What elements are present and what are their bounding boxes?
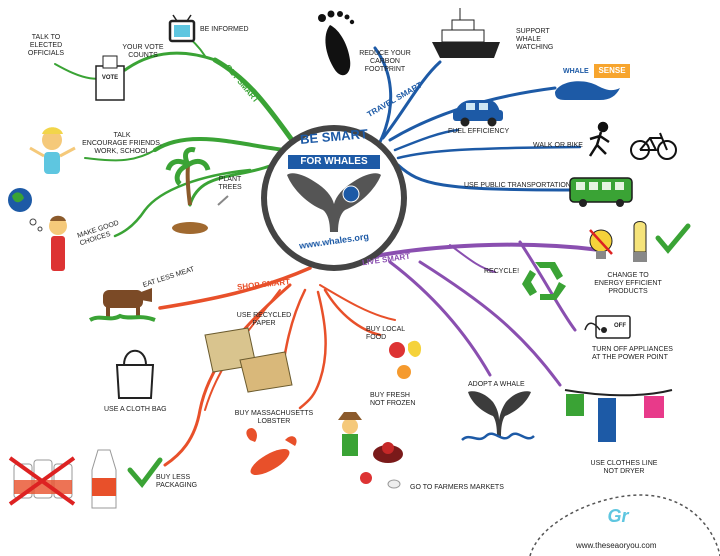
switch-off-label: OFF	[614, 323, 626, 329]
sense-logo-text: SENSE	[598, 66, 626, 75]
center-subtitle: FOR WHALES	[288, 155, 380, 169]
whale-tail-adopt-icon	[461, 391, 535, 441]
plant-label: PLANT TREES	[218, 176, 242, 191]
whale-sense-logo-icon	[555, 64, 630, 100]
carbon-label: REDUCE YOUR CARBON FOOTPRINT	[359, 50, 411, 73]
clothesline-icon	[564, 389, 673, 442]
talk-label: TALK ENCOURAGE FRIENDS, WORK, SCHOOL	[82, 132, 162, 155]
checkmark-icon	[127, 457, 163, 488]
person-talking-icon	[29, 127, 76, 174]
cow-icon	[88, 288, 156, 322]
bicycle-icon	[630, 132, 677, 160]
checkmark-icon	[655, 223, 691, 254]
clothesline-label: USE CLOTHES LINE NOT DRYER	[590, 460, 658, 475]
farmer-icon	[338, 412, 362, 456]
energy-label: CHANGE TO ENERGY EFFICIENT PRODUCTS	[594, 272, 662, 295]
lobster-icon	[244, 428, 297, 490]
live-smart-branch	[363, 240, 602, 387]
whale-logo-text: WHALE	[563, 68, 589, 75]
big-bottle-icon	[91, 449, 117, 509]
man-icon	[49, 215, 67, 271]
tv-icon	[168, 14, 196, 43]
farmers-label: GO TO FARMERS MARKETS	[410, 484, 504, 491]
officials-label: TALK TO ELECTED OFFICIALS	[27, 34, 65, 57]
walk-bike-label: WALK OR BIKE	[533, 142, 583, 149]
whale-watching-boat-icon	[432, 8, 500, 58]
bag-label: USE A CLOTH BAG	[104, 406, 167, 413]
plastic-bottles-icon	[8, 456, 76, 506]
footer-arc	[529, 494, 720, 556]
car-icon	[453, 100, 503, 127]
power-socket-icon	[584, 315, 631, 339]
incandescent-bulb-icon	[589, 229, 613, 259]
bus-icon	[569, 177, 633, 207]
footprint-icon	[318, 10, 355, 76]
ballot-label: VOTE	[101, 75, 119, 81]
whale-tail-icon	[287, 173, 381, 232]
walker-icon	[588, 121, 610, 157]
fresh-label: BUY FRESH NOT FROZEN	[370, 392, 416, 407]
palm-tree-icon	[165, 147, 229, 234]
appliances-label: TURN OFF APPLIANCES AT THE POWER POINT	[592, 346, 673, 361]
cfl-bulb-icon	[633, 221, 647, 262]
recycled-paper-icon	[204, 327, 293, 393]
ballot-box-icon	[95, 55, 125, 101]
center-node	[261, 125, 407, 271]
paper-label: USE RECYCLED PAPER	[236, 312, 292, 327]
recycle-icon	[522, 262, 566, 300]
footer-website[interactable]: www.theseaoryou.com	[576, 541, 657, 550]
lobster-label: BUY MASSACHUSETTS LOBSTER	[234, 410, 314, 425]
local-label: BUY LOCAL FOOD	[366, 326, 406, 341]
transit-label: USE PUBLIC TRANSPORTATION	[464, 182, 571, 189]
packaging-label: BUY LESS PACKAGING	[156, 474, 198, 489]
globe-icon	[342, 185, 360, 203]
cloth-bag-icon	[115, 349, 155, 399]
travel-smart-branch	[373, 46, 582, 192]
whale-watching-label: SUPPORT WHALE WATCHING	[516, 28, 554, 51]
vote-label: YOUR VOTE COUNTS	[122, 44, 164, 59]
informed-label: BE INFORMED	[200, 26, 249, 33]
fuel-label: FUEL EFFICIENCY	[448, 128, 510, 135]
local-food-icon	[389, 340, 422, 379]
footer-logo: Gr	[607, 506, 629, 526]
adopt-label: ADOPT A WHALE	[468, 381, 525, 388]
recycle-label: RECYCLE!	[484, 268, 520, 275]
market-food-icon	[360, 442, 403, 489]
earth-thinking-icon	[8, 188, 43, 232]
